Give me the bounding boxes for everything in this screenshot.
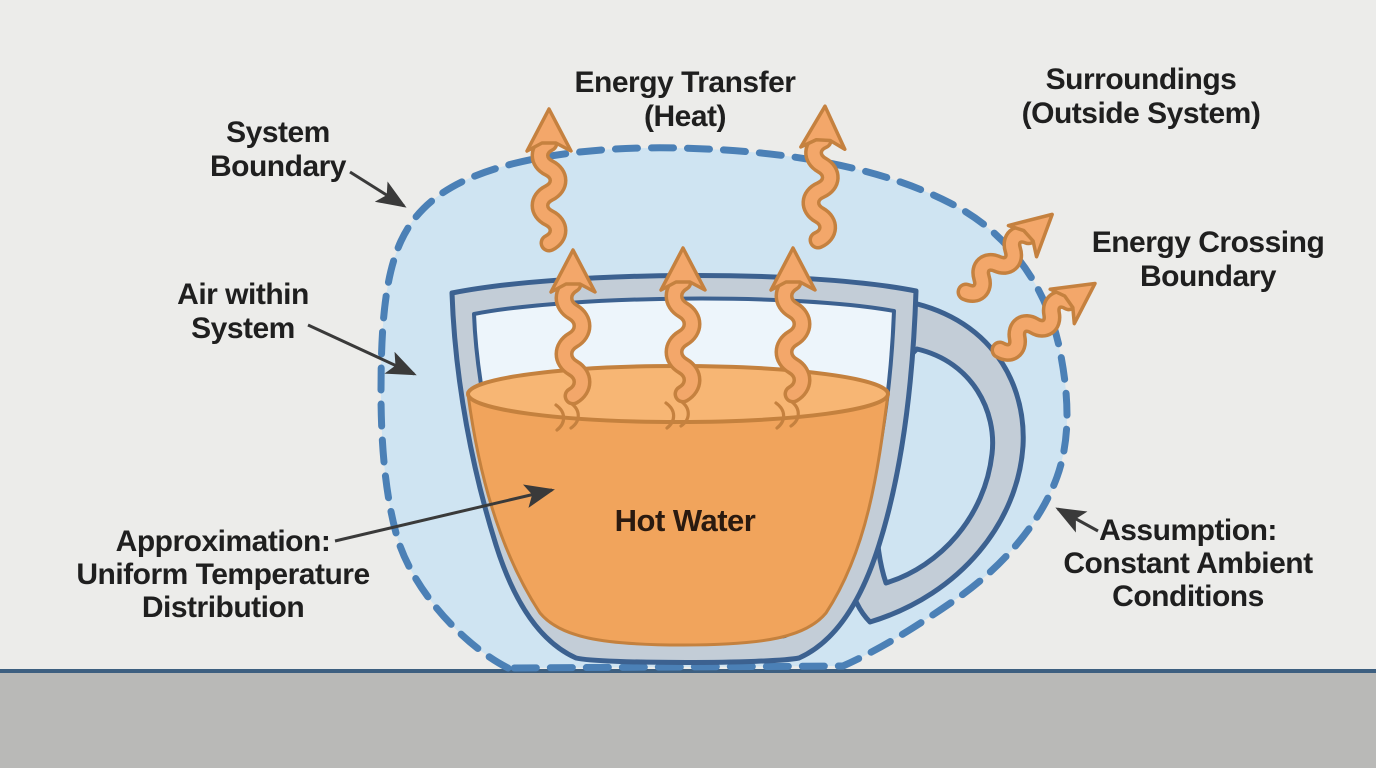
heat-arrow (525, 107, 573, 253)
system-boundary-label-line2: Boundary (210, 150, 347, 183)
floor (0, 672, 1376, 768)
surroundings-label: Surroundings (Outside System) (1022, 63, 1261, 130)
crossing-arrow (990, 281, 1097, 362)
steam-arrow (659, 246, 707, 430)
air-within-system-label-line2: System (191, 312, 295, 345)
assumption-pointer (1055, 507, 1099, 533)
energy-crossing-boundary-label-line1: Energy Crossing (1092, 226, 1325, 259)
surroundings-label-line2: (Outside System) (1022, 97, 1261, 130)
approximation-label-line2: Uniform Temperature (76, 558, 369, 591)
system-boundary-label-line1: System (226, 116, 330, 149)
energy-crossing-boundary-label: Energy Crossing Boundary (1092, 226, 1325, 293)
heat-arrow (799, 104, 847, 250)
approximation-label-line3: Distribution (142, 591, 304, 624)
heat-transfer-arrows (525, 104, 847, 253)
crossing-arrow (956, 212, 1054, 303)
energy-transfer-label-line1: Energy Transfer (575, 66, 797, 99)
air-within-system-pointer (307, 323, 417, 376)
steam-arrow (549, 248, 597, 432)
steam-arrow (769, 246, 817, 430)
assumption-label-line2: Constant Ambient (1063, 547, 1313, 580)
approximation-label: Approximation: Uniform Temperature Distr… (76, 525, 370, 624)
assumption-label-line3: Conditions (1112, 580, 1264, 613)
system-boundary-label: System Boundary (210, 116, 347, 183)
label-pointers (307, 170, 1099, 543)
hot-water-label: Hot Water (615, 503, 757, 538)
steam-arrows (549, 246, 817, 432)
air-within-system-label: Air within System (177, 278, 309, 345)
assumption-label: Assumption: Constant Ambient Conditions (1063, 514, 1313, 613)
energy-crossing-boundary-label-line2: Boundary (1140, 260, 1277, 293)
energy-transfer-label: Energy Transfer (Heat) (575, 66, 797, 133)
approximation-label-line1: Approximation: (116, 525, 331, 558)
air-within-system-label-line1: Air within (177, 278, 309, 311)
labels: System Boundary Energy Transfer (Heat) S… (76, 63, 1324, 624)
energy-transfer-label-line2: (Heat) (644, 100, 726, 133)
table-surface (0, 669, 1376, 768)
surroundings-label-line1: Surroundings (1046, 63, 1237, 96)
approximation-pointer (334, 484, 555, 543)
system-boundary-pointer (349, 170, 407, 208)
assumption-label-line1: Assumption: (1099, 514, 1277, 547)
hot-water-label-line1: Hot Water (615, 503, 756, 538)
energy-crossing-arrows (956, 212, 1097, 362)
